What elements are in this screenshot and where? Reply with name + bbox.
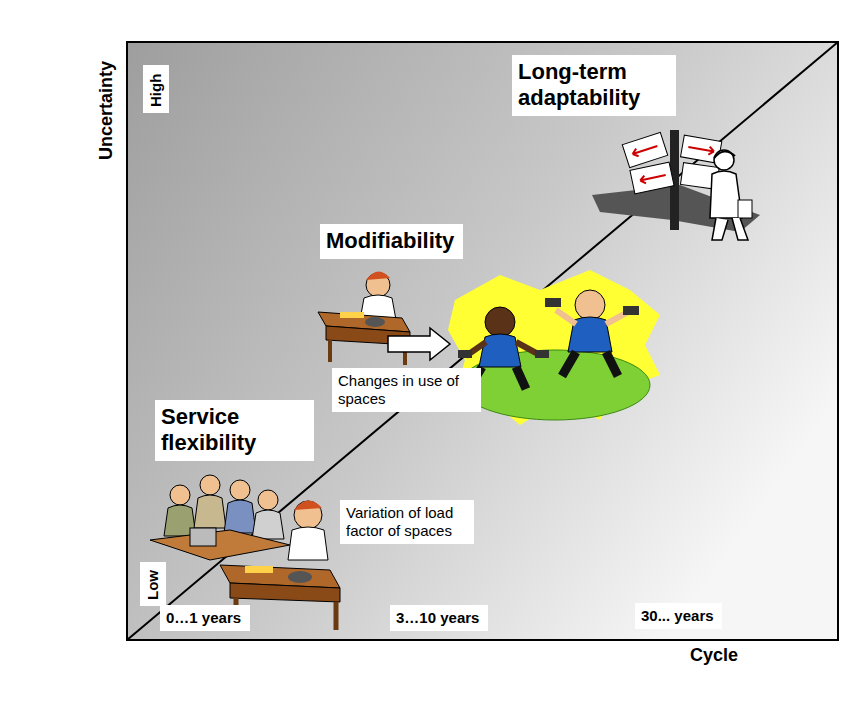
meeting-group-part [150,530,290,560]
exercise-scene-part [545,298,561,307]
desk-worker-part [340,312,364,318]
signpost-figure-part [710,171,742,218]
box-text: Modifiability [326,228,454,254]
axis-title: Cycle [690,645,738,666]
note-box: Changes in use of spaces [332,368,481,412]
desk-worker-part [365,317,385,327]
box-text: 0…1 years [166,609,241,627]
signpost-figure-part-part [622,132,667,167]
cycle-box: 3…10 years [390,605,488,631]
axis-title-text: Cycle [690,645,738,665]
category-box: Long-term adaptability [512,55,676,116]
signpost-figure-part [714,151,735,158]
signpost-figure-part [630,162,674,194]
signpost-figure-part-part [630,162,674,194]
box-text: 3…10 years [396,609,479,627]
phone-worker-part [294,501,322,529]
phone-worker-part [236,598,336,630]
box-text: Changes in use of spaces [338,372,473,408]
exercise-scene-part [575,290,605,320]
exercise-scene-part [535,350,549,358]
meeting-group-part [224,500,256,533]
signpost-figure-part-part [688,143,715,155]
signpost-figure-part-part [631,142,658,158]
meeting-group-part [258,490,278,510]
box-text: High [147,74,165,107]
desk-worker-part [366,271,390,280]
exercise-scene-part [623,306,639,315]
box-text: Long-term adaptability [518,59,668,112]
phone-worker-part [230,583,340,602]
exercise-scene-part [562,352,618,376]
axis-title-text: Uncertainty [96,61,116,160]
category-box: Service flexibility [155,400,314,461]
axis-level-box: Low [140,562,166,606]
box-text: Service flexibility [161,404,306,457]
axis-level-box: High [143,65,169,113]
box-text: Low [144,570,162,600]
plot-area-part [127,42,838,640]
phone-worker-part [288,527,328,560]
signpost-figure-part [622,132,667,167]
box-text: Variation of load factor of spaces [346,504,466,540]
phone-worker-part [245,566,273,573]
signpost-figure-part [712,218,748,240]
meeting-group-part [190,528,216,546]
signpost-figure-part [714,150,734,170]
signpost-figure-part [738,200,752,218]
box-text: 30... years [641,607,714,625]
exercise-scene-part [466,342,538,356]
exercise-scene-part [479,334,521,367]
cycle-box: 0…1 years [160,605,250,631]
cycle-box: 30... years [635,603,722,629]
meeting-group-part [170,485,190,505]
plot-area-part [127,42,838,640]
phone-worker-part [294,500,322,510]
exercise-scene-part [556,310,628,324]
note-box: Variation of load factor of spaces [340,500,474,544]
category-box: Modifiability [320,224,463,259]
change-arrow-part [388,328,450,360]
meeting-group-part [200,475,220,495]
phone-worker-part [288,571,312,583]
meeting-group [150,475,290,560]
meeting-group-part [252,510,284,539]
signpost-figure-part-part [639,171,666,184]
change-arrow [388,328,450,360]
signpost-figure [592,130,760,240]
exercise-scene-part [485,307,515,337]
plot-area [127,42,838,640]
axis-title: Uncertainty [96,61,117,160]
meeting-group-part [230,480,250,500]
exercise-scene-part [458,350,472,358]
meeting-group-part [194,495,226,528]
